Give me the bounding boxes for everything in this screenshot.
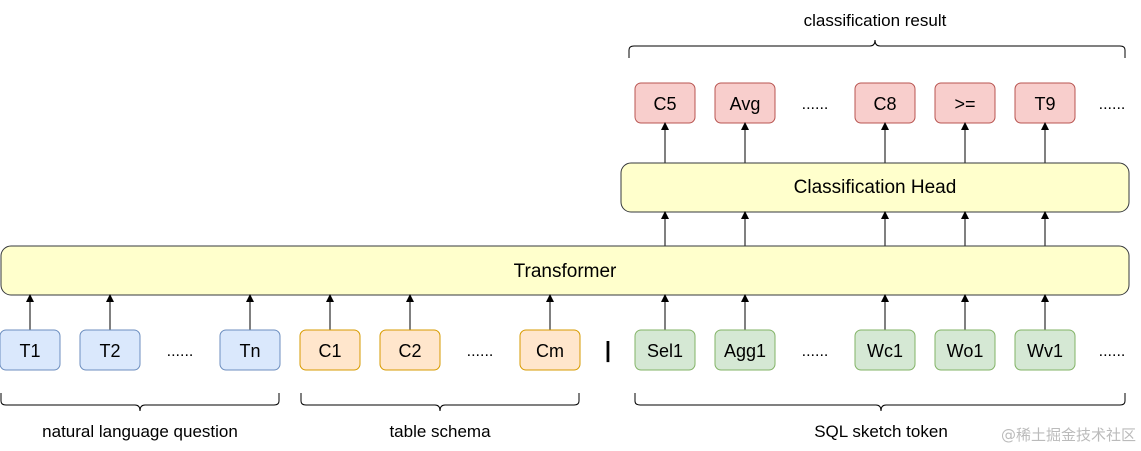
- result-token-label: C8: [873, 94, 896, 114]
- question-token-label: T2: [99, 341, 120, 361]
- sql-token-box: [634, 329, 696, 371]
- question-brace: [0, 393, 280, 412]
- table-schema-label: table schema: [389, 422, 491, 441]
- schema-token-c1: C1: [299, 329, 361, 371]
- classification-head-label: Classification Head: [794, 177, 957, 198]
- question-token-box: [219, 329, 281, 371]
- sql-ellipsis: ......: [1099, 343, 1126, 360]
- result-token-label: Avg: [730, 94, 761, 114]
- result-token-label: T9: [1034, 94, 1055, 114]
- schema-token-box: [379, 329, 441, 371]
- input-token-row: T1 T2...... Tn C1 C2...... Cm Sel1 Agg1...... Wc…: [0, 329, 1126, 371]
- sql-ellipsis: ......: [802, 343, 829, 360]
- sql-token-label: Wv1: [1027, 341, 1063, 361]
- sql-token-label: Sel1: [647, 341, 683, 361]
- result-token-row: C5 Avg...... C8 >= T9......: [634, 82, 1126, 124]
- sql-token-box: [714, 329, 776, 371]
- sql-token-agg1: Agg1: [714, 329, 776, 371]
- question-token-tn: Tn: [219, 329, 281, 371]
- schema-ellipsis: ......: [467, 343, 494, 360]
- schema-token-box: [299, 329, 361, 371]
- sql-token-label: Agg1: [724, 341, 766, 361]
- separator-bar: |: [605, 337, 611, 362]
- classification-result-label: classification result: [804, 11, 947, 30]
- transformer-block: [0, 245, 1130, 296]
- result-token-label: >=: [954, 94, 975, 114]
- result-token-ge: >=: [934, 82, 996, 124]
- schema-token-cm: Cm: [519, 329, 581, 371]
- question-token-label: T1: [19, 341, 40, 361]
- transformer-label: Transformer: [514, 261, 617, 282]
- result-ellipsis: ......: [802, 96, 829, 113]
- sql-token-box: [1014, 329, 1076, 371]
- result-brace: [628, 39, 1126, 58]
- schema-token-label: C2: [398, 341, 421, 361]
- sql-token-wo1: Wo1: [934, 329, 996, 371]
- schema-token-box: [519, 329, 581, 371]
- head-to-result-arrows: [661, 122, 1049, 163]
- sql-token-sel1: Sel1: [634, 329, 696, 371]
- classification-head-block: [620, 162, 1130, 213]
- question-token-t2: T2: [79, 329, 141, 371]
- sql-token-label: Wo1: [947, 341, 984, 361]
- result-token-avg: Avg: [714, 82, 776, 124]
- natural-language-question-label: natural language question: [42, 422, 238, 441]
- schema-token-label: C1: [318, 341, 341, 361]
- sql-brace: [634, 393, 1126, 412]
- schema-token-c2: C2: [379, 329, 441, 371]
- sql-token-label: Wc1: [867, 341, 903, 361]
- question-ellipsis: ......: [167, 343, 194, 360]
- question-token-box: [0, 329, 61, 371]
- result-ellipsis: ......: [1099, 96, 1126, 113]
- question-token-t1: T1: [0, 329, 61, 371]
- sql-sketch-token-label: SQL sketch token: [814, 422, 948, 441]
- question-token-box: [79, 329, 141, 371]
- sql-token-box: [934, 329, 996, 371]
- result-token-t9: T9: [1014, 82, 1076, 124]
- transformer-to-head-arrows: [661, 211, 1049, 246]
- result-token-c5: C5: [634, 82, 696, 124]
- input-to-transformer-arrows: [26, 294, 1049, 330]
- result-token-c8: C8: [854, 82, 916, 124]
- schema-token-label: Cm: [536, 341, 564, 361]
- sql-token-wc1: Wc1: [854, 329, 916, 371]
- sql-token-box: [854, 329, 916, 371]
- watermark: @稀土掘金技术社区: [1001, 426, 1136, 444]
- result-token-label: C5: [653, 94, 676, 114]
- question-token-label: Tn: [239, 341, 260, 361]
- sql-token-wv1: Wv1: [1014, 329, 1076, 371]
- schema-brace: [300, 393, 580, 412]
